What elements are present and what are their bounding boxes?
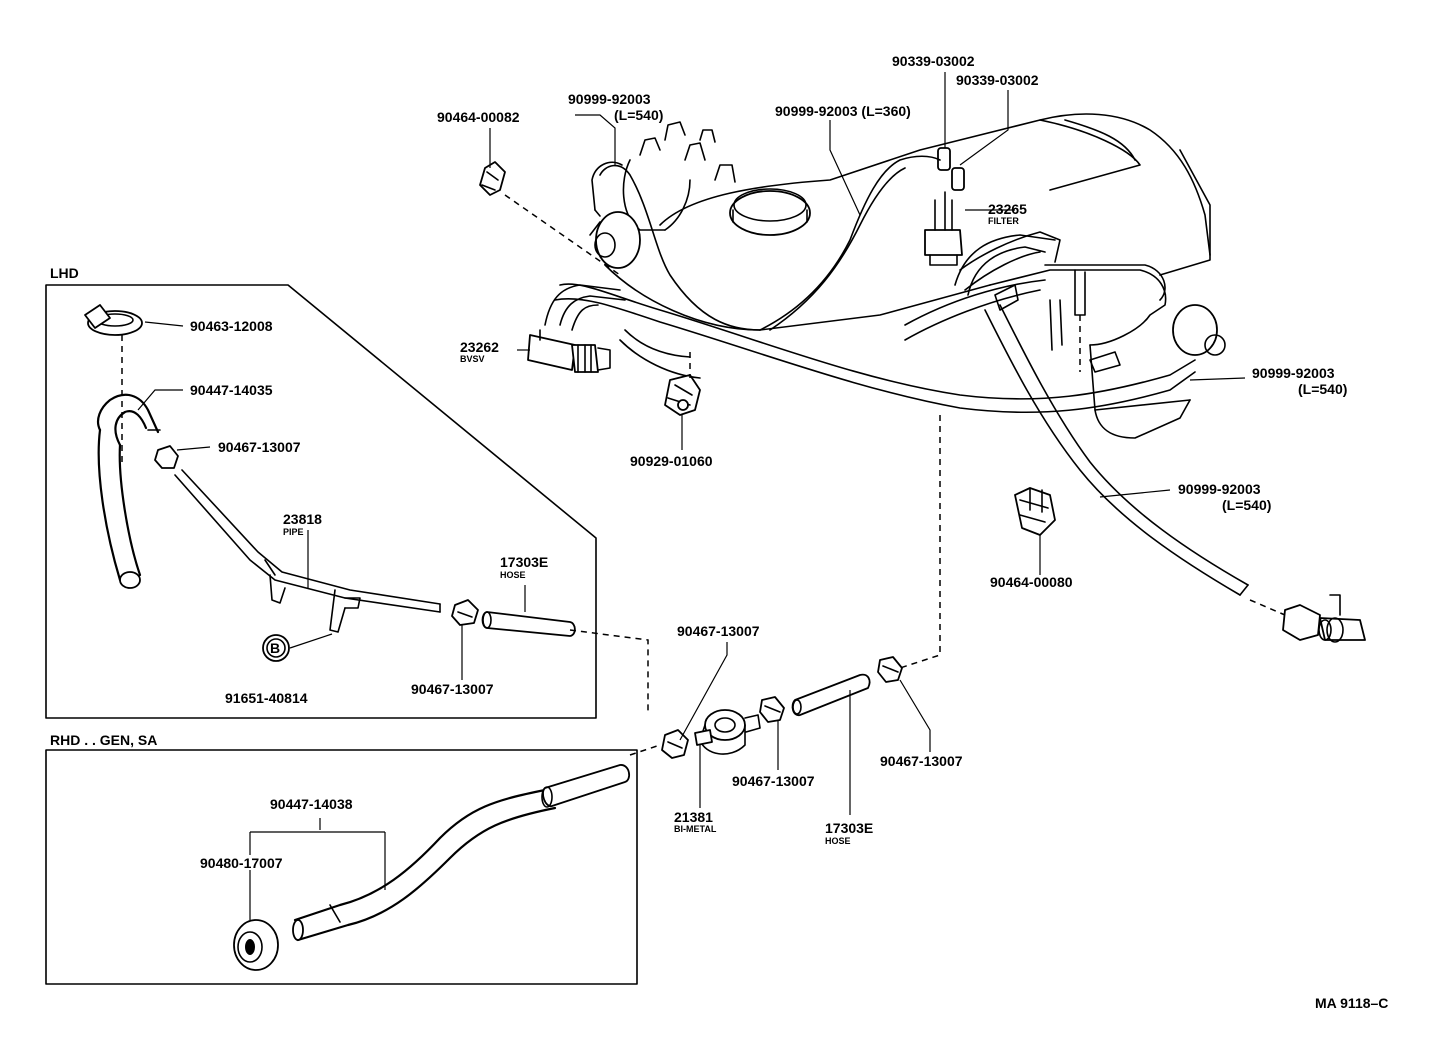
label-21381: 21381 <box>674 809 713 825</box>
part-labels: 90339-03002 90339-03002 90464-00082 9099… <box>50 53 1388 1011</box>
label-90464-00082: 90464-00082 <box>437 109 520 125</box>
clip-90464-00082 <box>479 161 506 196</box>
label-90467-13007-mid-top: 90467-13007 <box>677 623 760 639</box>
label-17303e-lhd: 17303E <box>500 554 548 570</box>
label-17303e-lhd-hose: HOSE <box>500 570 526 580</box>
bvsv-valve <box>527 329 611 373</box>
label-90467-13007-right: 90467-13007 <box>880 753 963 769</box>
leader-lines <box>137 72 1246 920</box>
label-90339-03002-a: 90339-03002 <box>892 53 975 69</box>
label-90999-92003-r1: 90999-92003 <box>1252 365 1335 381</box>
label-90999-92003-r2: 90999-92003 <box>1178 481 1261 497</box>
clip-90464-00080 <box>1014 487 1056 536</box>
dashed-guides <box>121 194 1286 756</box>
label-90480-17007: 90480-17007 <box>200 855 283 871</box>
lhd-box: B <box>45 284 597 719</box>
label-90467-13007-lhd-bot: 90467-13007 <box>411 681 494 697</box>
label-17303e-mid: 17303E <box>825 820 873 836</box>
label-90999-92003-top: 90999-92003 <box>568 91 651 107</box>
section-rhd: RHD . . GEN, SA <box>50 732 157 748</box>
label-90447-14035: 90447-14035 <box>190 382 273 398</box>
label-90467-13007-lhd-top: 90467-13007 <box>218 439 301 455</box>
label-21381-bimetal: BI-METAL <box>674 824 717 834</box>
label-90463-12008: 90463-12008 <box>190 318 273 334</box>
bimetal-assembly <box>661 656 903 759</box>
label-90929-01060: 90929-01060 <box>630 453 713 469</box>
label-90447-14038: 90447-14038 <box>270 796 353 812</box>
label-23262-bvsv: BVSV <box>460 354 485 364</box>
engine-assembly <box>589 113 1226 439</box>
label-17303e-mid-hose: HOSE <box>825 836 851 846</box>
vacuum-hoses <box>544 155 1249 596</box>
label-90999-92003-top-len: (L=540) <box>614 107 663 123</box>
label-23265: 23265 <box>988 201 1027 217</box>
label-90999-92003-r1-len: (L=540) <box>1298 381 1347 397</box>
clip-90929-01060 <box>664 374 701 416</box>
label-23262: 23262 <box>460 339 499 355</box>
label-90999-92003-360: 90999-92003 (L=360) <box>775 103 911 119</box>
b-mark: B <box>270 640 280 656</box>
section-lhd: LHD <box>50 265 79 281</box>
label-91651-40814: 91651-40814 <box>225 690 308 706</box>
label-90467-13007-mid-bot: 90467-13007 <box>732 773 815 789</box>
rhd-box <box>45 749 638 985</box>
label-23818-pipe: PIPE <box>283 527 304 537</box>
temperature-sensor <box>1282 594 1366 643</box>
label-23818: 23818 <box>283 511 322 527</box>
drawing-code: MA 9118–C <box>1315 995 1388 1011</box>
label-90464-00080: 90464-00080 <box>990 574 1073 590</box>
label-90339-03002-b: 90339-03002 <box>956 72 1039 88</box>
label-90999-92003-r2-len: (L=540) <box>1222 497 1271 513</box>
label-23265-filter: FILTER <box>988 216 1019 226</box>
